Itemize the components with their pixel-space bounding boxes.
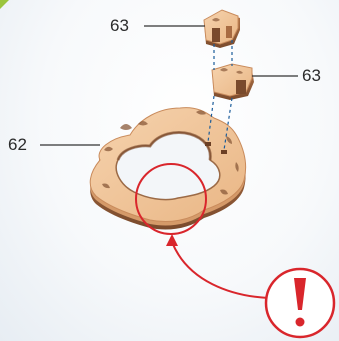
warning-arrow bbox=[172, 242, 268, 298]
base-part-slot-right bbox=[221, 150, 227, 154]
exclamation-warning-icon bbox=[266, 269, 334, 337]
callout-label-62: 62 bbox=[8, 136, 27, 153]
callout-label-63-lower: 63 bbox=[302, 67, 321, 84]
callout-label-63-upper: 63 bbox=[110, 17, 129, 34]
base-part-62 bbox=[90, 108, 245, 230]
base-part-slot-left bbox=[205, 142, 211, 146]
warning-arrow-head bbox=[166, 234, 178, 246]
connector-part-63-lower bbox=[212, 64, 254, 100]
connector-part-63-upper bbox=[204, 10, 240, 48]
